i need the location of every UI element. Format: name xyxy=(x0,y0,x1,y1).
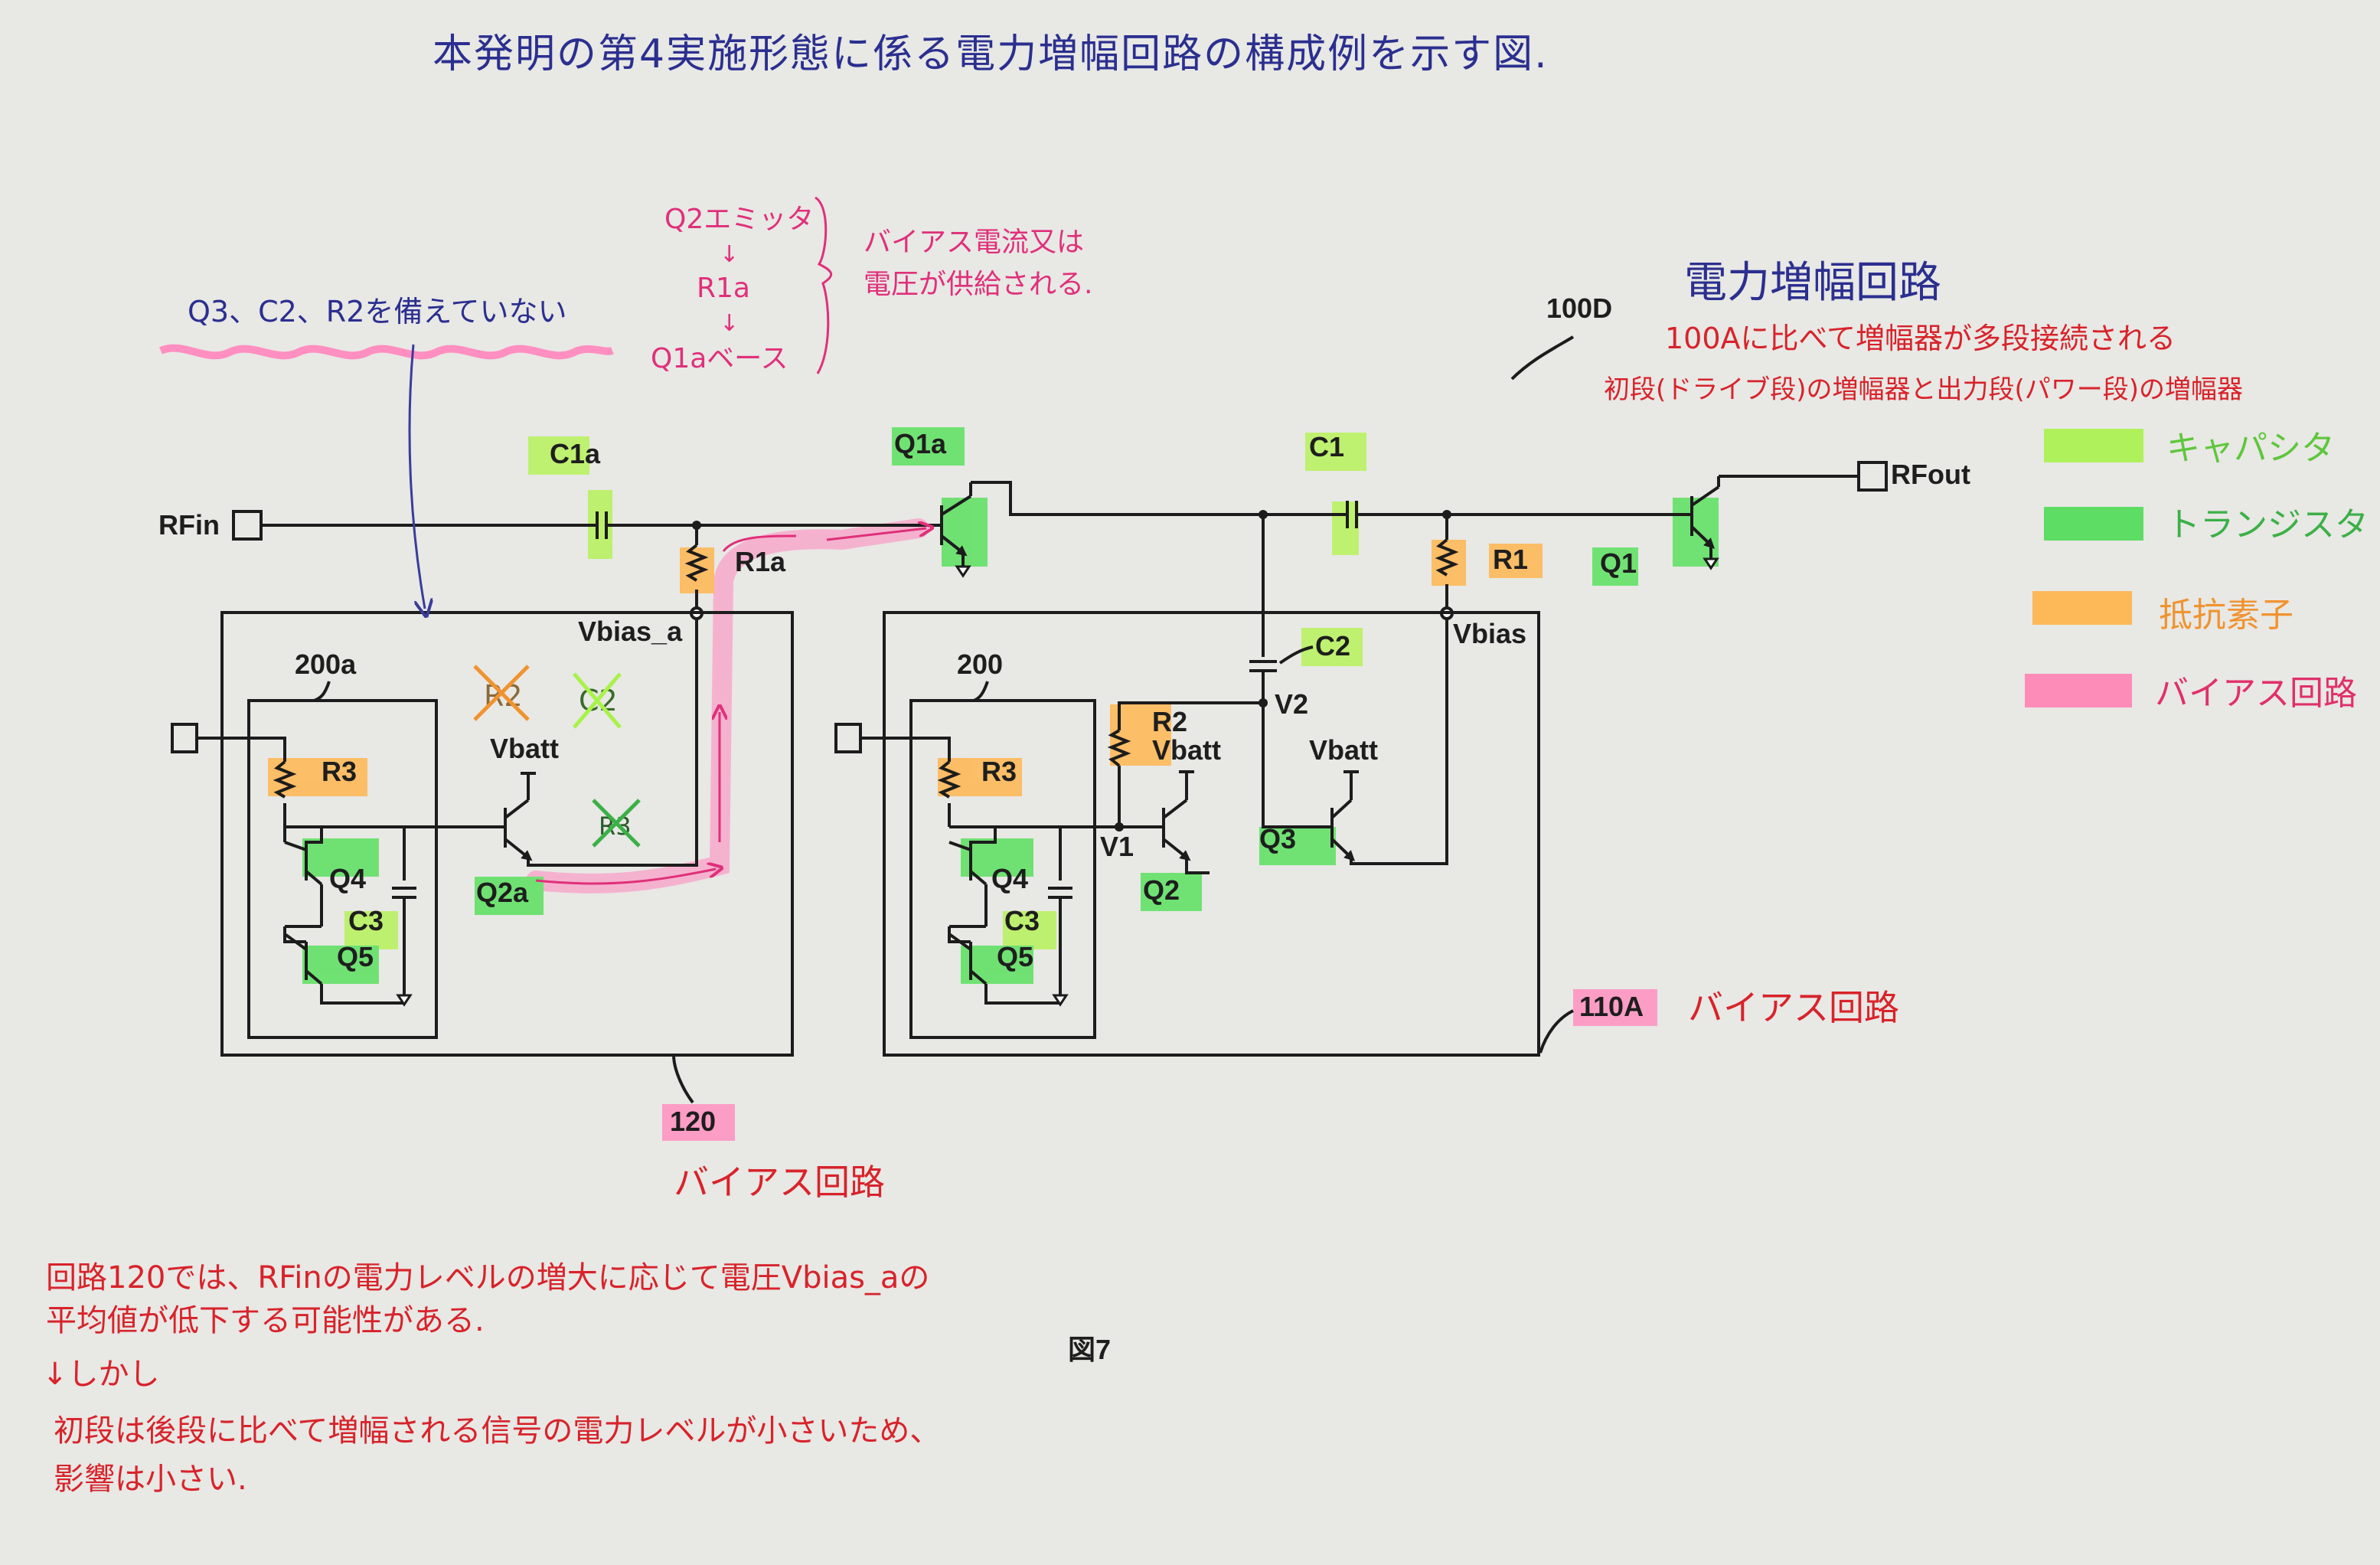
bias-flow-result-1: バイアス電流又は xyxy=(864,227,1084,258)
rfout-label: RFout xyxy=(1891,459,1970,490)
v2-label: V2 xyxy=(1275,688,1308,720)
transistor-q1a xyxy=(940,482,972,578)
left-q2a-label: Q2a xyxy=(476,877,529,908)
legend-label-transistor: トランジスタ xyxy=(2166,505,2369,544)
r1a-label: R1a xyxy=(735,546,786,577)
ref-100d: 100D xyxy=(1546,292,1612,324)
legend-label-capacitor: キャパシタ xyxy=(2166,429,2335,468)
bottom-note-2: 平均値が低下する可能性がある. xyxy=(46,1303,485,1338)
bias-circuit-120: 200a Vbias_a R3 Q4 Q5 C3 xyxy=(171,611,794,1057)
bias-flow-3: Q1aベース xyxy=(651,343,788,374)
right-q3-label: Q3 xyxy=(1259,823,1296,854)
vbias-label: Vbias xyxy=(1453,618,1526,649)
bias-flow-1: Q2エミッタ xyxy=(664,204,814,235)
box-110a xyxy=(883,611,1540,1057)
right-vbatt2-label: Vbatt xyxy=(1309,734,1378,766)
bias-flow-2: R1a xyxy=(697,273,750,304)
vbias-a-label: Vbias_a xyxy=(578,616,683,647)
pa-desc-2: 初段(ドライブ段)の増幅器と出力段(パワー段)の増幅器 xyxy=(1604,374,2243,405)
title-note: 本発明の第4実施形態に係る電力増幅回路の構成例を示す図. xyxy=(433,31,1549,77)
crossed-out-parts: R2 C2 R3 xyxy=(473,665,641,848)
bottom-note-3: ↓しかし xyxy=(42,1357,160,1392)
bias-circuit-110a: 200 Vbias 110A R3 Q4 Q5 C3 xyxy=(834,515,1644,1057)
resistor-r2 xyxy=(1107,729,1131,767)
legend-swatch-transistor xyxy=(2044,507,2143,541)
legend-swatch-capacitor xyxy=(2044,429,2143,462)
ref-110a: 110A xyxy=(1579,991,1644,1022)
legend-label-resistor: 抵抗素子 xyxy=(2159,596,2293,635)
rfin-label: RFin xyxy=(158,509,220,541)
main-circuit: RFin C1a R1a Q1a C xyxy=(158,292,1970,620)
r1-label: R1 xyxy=(1493,544,1528,575)
bias-circuit-right-note: バイアス回路 xyxy=(1688,987,1899,1028)
left-r3-label: R3 xyxy=(322,756,357,787)
left-q4-label: Q4 xyxy=(329,863,366,894)
v1-label: V1 xyxy=(1100,831,1134,862)
right-q5-label: Q5 xyxy=(997,941,1033,972)
left-vbatt-label: Vbatt xyxy=(490,733,559,764)
left-q5-label: Q5 xyxy=(337,941,374,972)
bottom-note-1: 回路120では、RFinの電力レベルの増大に応じて電圧Vbias_aの xyxy=(46,1260,929,1295)
q1-label: Q1 xyxy=(1600,547,1637,579)
bias-flow-result-2: 電圧が供給される. xyxy=(864,269,1092,300)
ref-120: 120 xyxy=(670,1106,716,1137)
right-r2-label: R2 xyxy=(1152,706,1187,737)
box-200a xyxy=(247,699,438,1039)
legend-label-bias: バイアス回路 xyxy=(2155,674,2357,713)
bias-flow-arrow-2: ↓ xyxy=(720,310,739,337)
transistor-q2 xyxy=(1162,770,1194,861)
right-q2-label: Q2 xyxy=(1143,874,1180,906)
pa-desc-1: 100Aに比べて増幅器が多段接続される xyxy=(1665,322,2176,355)
bottom-note-5: 影響は小さい. xyxy=(54,1462,247,1497)
bottom-note-4: 初段は後段に比べて増幅される信号の電力レベルが小さいため、 xyxy=(54,1413,940,1449)
rfout-terminal xyxy=(1857,461,1888,492)
legend-swatch-resistor xyxy=(2032,591,2132,625)
box-200 xyxy=(909,699,1096,1039)
legend-swatch-bias xyxy=(2025,674,2132,707)
c1a-label: C1a xyxy=(550,438,601,469)
bias-circuit-120-note: バイアス回路 xyxy=(674,1161,885,1203)
resistor-r1a xyxy=(684,544,709,582)
box-120 xyxy=(220,611,794,1057)
right-r3-label: R3 xyxy=(981,756,1017,787)
right-q4-label: Q4 xyxy=(991,863,1028,894)
transistor-q2a xyxy=(504,772,536,861)
missing-parts-note: Q3、C2、R2を備えていない xyxy=(188,295,566,328)
ref-200: 200 xyxy=(957,649,1003,680)
transistor-q1 xyxy=(1690,476,1720,570)
transistor-q3 xyxy=(1330,770,1359,861)
resistor-r1 xyxy=(1435,538,1459,577)
annotations: 本発明の第4実施形態に係る電力増幅回路の構成例を示す図. Q3、C2、R2を備え… xyxy=(42,31,2243,1497)
legend: キャパシタ トランジスタ 抵抗素子 バイアス回路 xyxy=(2025,429,2369,713)
q1a-label: Q1a xyxy=(894,428,947,459)
right-vbatt1-label: Vbatt xyxy=(1152,734,1221,766)
pa-title: 電力増幅回路 xyxy=(1684,258,1941,308)
right-c3-label: C3 xyxy=(1004,905,1040,936)
left-c3-label: C3 xyxy=(348,905,384,936)
bias-flow-arrow-1: ↓ xyxy=(720,241,739,268)
right-c2-label: C2 xyxy=(1315,630,1350,662)
figure-number: 図7 xyxy=(1068,1334,1111,1365)
c1-label: C1 xyxy=(1309,431,1344,462)
ref-200a: 200a xyxy=(295,649,357,680)
